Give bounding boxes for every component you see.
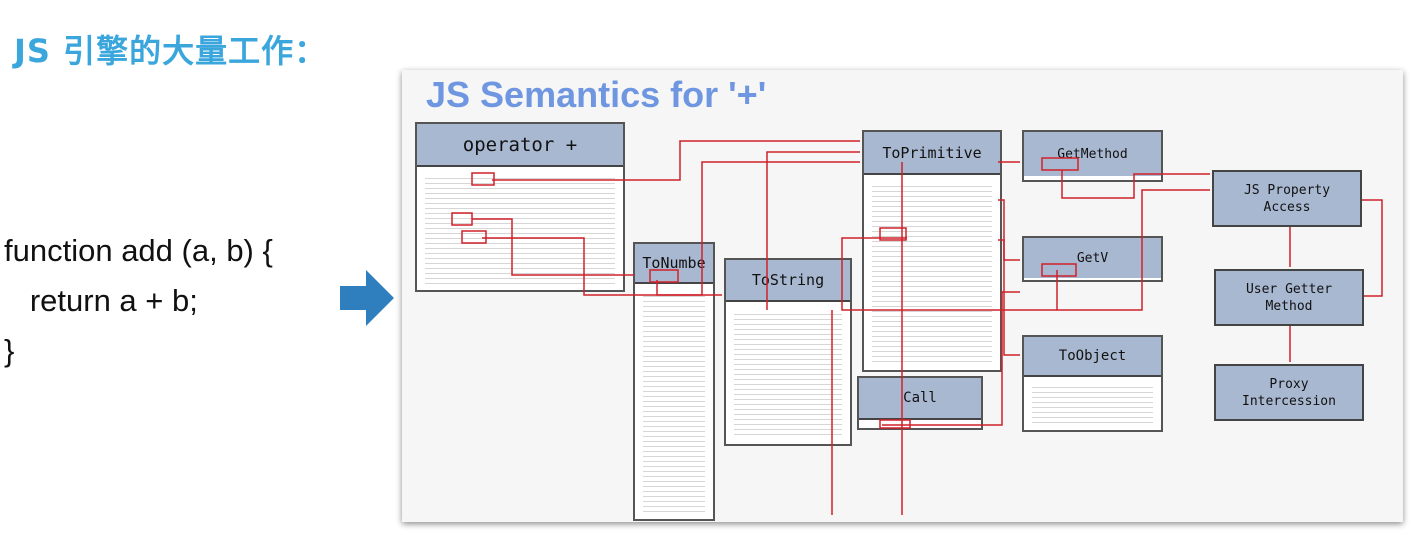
spec-title: ToString <box>726 260 850 302</box>
spec-title: ToObject <box>1024 337 1161 377</box>
spec-call: Call <box>857 376 983 430</box>
spec-to-primitive: ToPrimitive <box>862 130 1002 372</box>
spec-title: GetMethod <box>1024 132 1161 176</box>
link-line <box>766 151 860 310</box>
slide-heading: JS 引擎的大量工作： <box>14 32 328 70</box>
spec-get-v: GetV <box>1022 236 1163 282</box>
code-snippet: function add (a, b) { return a + b; } <box>4 226 273 376</box>
spec-title: ToNumbe <box>635 244 713 284</box>
code-line: function add (a, b) { <box>4 233 273 268</box>
link-line <box>482 237 722 296</box>
spec-title: ToPrimitive <box>864 132 1000 175</box>
code-line: } <box>4 333 15 368</box>
link-line <box>1362 199 1383 297</box>
diagram-slide: JS Semantics for '+' operator + ToNumbe … <box>402 70 1403 522</box>
link-line <box>998 199 1020 261</box>
spec-get-method: GetMethod <box>1022 130 1163 182</box>
link-line <box>472 218 634 276</box>
spec-title: Call <box>859 378 981 420</box>
right-arrow-icon <box>340 270 394 326</box>
link-line <box>882 291 1020 426</box>
spec-to-object: ToObject <box>1022 335 1163 432</box>
concept-property-access: JS Property Access <box>1212 170 1362 227</box>
slide-title: JS Semantics for '+' <box>426 74 767 115</box>
link-line <box>1061 170 1210 199</box>
link-lines <box>451 140 1383 515</box>
concept-user-getter: User Getter Method <box>1214 269 1364 326</box>
spec-title: GetV <box>1024 238 1161 278</box>
code-line: return a + b; <box>4 283 198 318</box>
link-line <box>841 237 1057 311</box>
link-line <box>1056 189 1210 311</box>
spec-to-string: ToString <box>724 258 852 446</box>
concept-proxy: Proxy Intercession <box>1214 364 1364 421</box>
link-line <box>998 239 1020 356</box>
link-line <box>492 140 860 181</box>
link-line <box>656 161 860 296</box>
spec-operator-plus: operator + <box>415 122 625 292</box>
spec-title: operator + <box>417 124 623 167</box>
